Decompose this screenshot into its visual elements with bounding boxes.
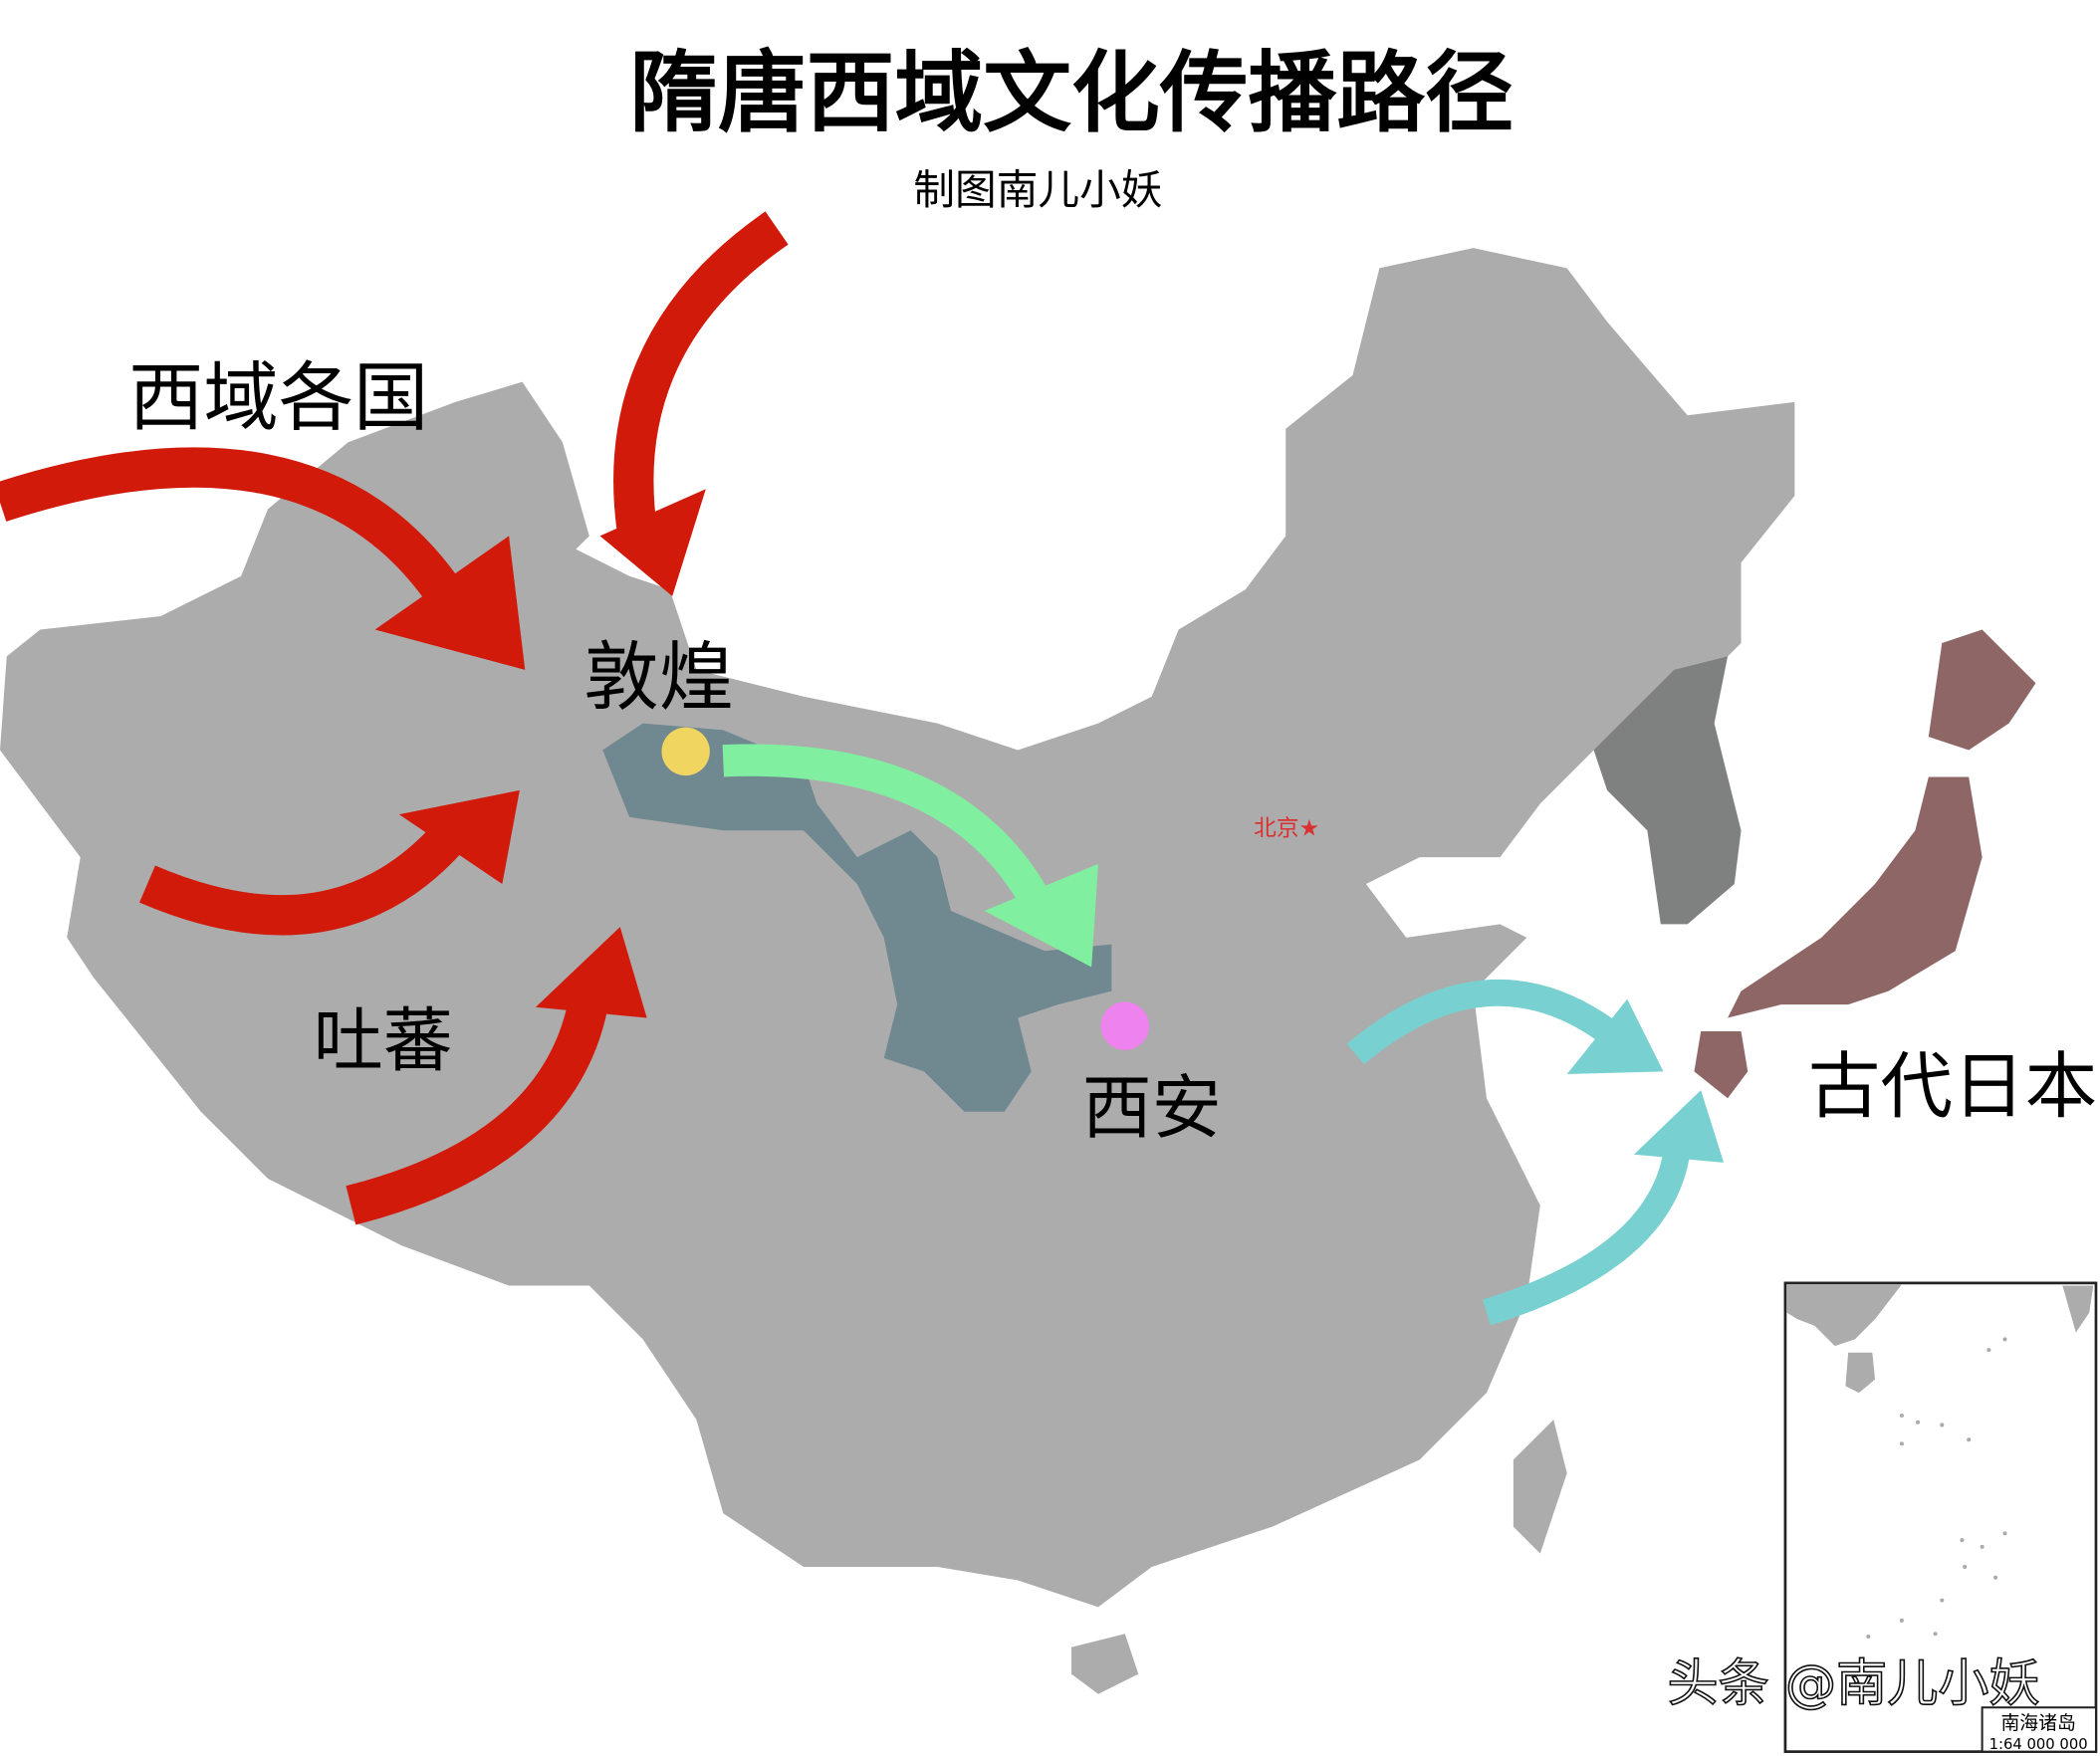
japan <box>1694 629 2036 1099</box>
watermark: 头条 @南儿小妖 <box>1668 1655 2040 1714</box>
arrow-icon <box>984 863 1098 968</box>
page-title: 隋唐西域文化传播路径 <box>629 41 1514 144</box>
arrow-icon <box>536 927 647 1018</box>
korea <box>1593 656 1742 925</box>
arrow-icon <box>398 789 520 885</box>
arrow-icon <box>374 536 526 670</box>
inset-scale: 1:64 000 000 <box>1989 1736 2088 1753</box>
arrow-icon <box>1633 1090 1725 1163</box>
inset-title: 南海诸岛 <box>2000 1712 2075 1734</box>
label-xian: 西安 <box>1082 1068 1222 1149</box>
arrow-north <box>613 211 789 553</box>
label-western-regions: 西域各国 <box>128 353 428 441</box>
arrow-dunhuang-xian <box>722 744 1059 925</box>
arrow-icon <box>1566 998 1664 1075</box>
arrow-west-2 <box>139 823 464 936</box>
arrow-tubo <box>346 993 609 1225</box>
label-tubo: 吐蕃 <box>314 1001 453 1082</box>
taiwan <box>1513 1420 1567 1554</box>
arrow-west-1 <box>0 447 459 601</box>
label-dunhuang: 敦煌 <box>583 633 734 721</box>
dunhuang-dot <box>661 727 710 776</box>
label-beijing: 北京★ <box>1254 816 1319 842</box>
xian-dot <box>1100 1001 1150 1050</box>
subtitle: 制图南儿小妖 <box>913 165 1162 214</box>
route-region <box>602 723 1112 1112</box>
arrow-icon <box>599 489 706 596</box>
label-ancient-japan: 古代日本 <box>1808 1046 2098 1130</box>
hainan <box>1071 1634 1139 1694</box>
south-china-sea-inset: 南海诸岛 1:64 000 000 <box>1783 1281 2098 1753</box>
arrow-to-japan-2 <box>1483 1149 1691 1326</box>
arrow-to-japan-1 <box>1346 979 1615 1065</box>
